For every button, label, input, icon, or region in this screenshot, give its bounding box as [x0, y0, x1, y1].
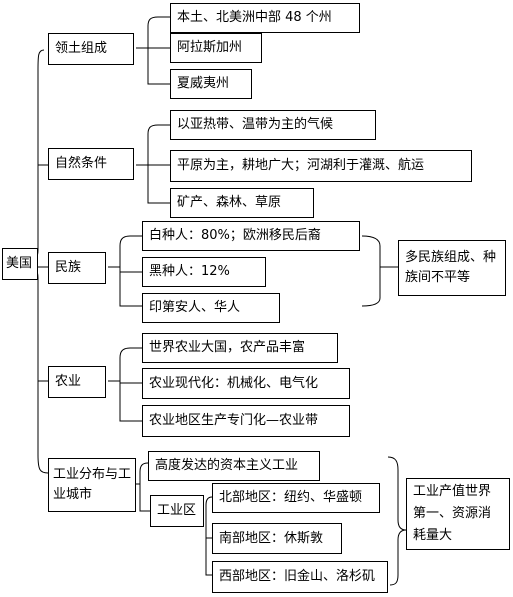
agriculture-node: 农业 — [48, 366, 106, 398]
nature-item-3: 矿产、森林、草原 — [170, 188, 314, 218]
root-node: 美国 — [2, 248, 38, 280]
agriculture-item-3: 农业地区生产专门化—农业带 — [142, 405, 350, 437]
territory-item-3: 夏威夷州 — [170, 69, 252, 99]
industry-summary: 工业产值世界第一、资源消耗量大 — [406, 478, 510, 550]
agriculture-item-1: 世界农业大国，农产品丰富 — [142, 333, 338, 363]
ethnic-item-1: 白种人：80%；欧洲移民后裔 — [142, 221, 360, 251]
industry-zone-node: 工业区 — [150, 495, 204, 527]
industry-capitalism: 高度发达的资本主义工业 — [148, 451, 320, 481]
territory-item-1: 本土、北美洲中部 48 个州 — [170, 3, 360, 33]
agriculture-item-2: 农业现代化：机械化、电气化 — [142, 368, 350, 399]
industry-node: 工业分布与工业城市 — [48, 458, 136, 512]
nature-item-1: 以亚热带、温带为主的气候 — [170, 110, 376, 140]
territory-node: 领土组成 — [48, 33, 134, 65]
ethnic-node: 民族 — [48, 252, 106, 284]
ethnic-bracket — [108, 235, 142, 307]
industry-region-north: 北部地区：纽约、华盛顿 — [212, 483, 380, 513]
territory-item-2: 阿拉斯加州 — [170, 33, 262, 63]
nature-item-2: 平原为主，耕地广大；河湖利于灌溉、航运 — [170, 150, 472, 182]
ethnic-summary-brace — [361, 235, 398, 307]
nature-node: 自然条件 — [48, 148, 134, 180]
industry-summary-brace — [387, 456, 407, 586]
zone-bracket — [205, 496, 213, 576]
industry-region-south: 南部地区：休斯敦 — [212, 523, 342, 554]
industry-region-west: 西部地区：旧金山、洛杉矶 — [212, 561, 388, 593]
nature-bracket — [136, 124, 170, 204]
ethnic-item-3: 印第安人、华人 — [142, 293, 280, 323]
agri-bracket — [108, 347, 142, 422]
ethnic-item-2: 黑种人：12% — [142, 257, 266, 287]
territory-bracket — [136, 16, 170, 85]
ethnic-summary: 多民族组成、种族间不平等 — [398, 240, 506, 296]
